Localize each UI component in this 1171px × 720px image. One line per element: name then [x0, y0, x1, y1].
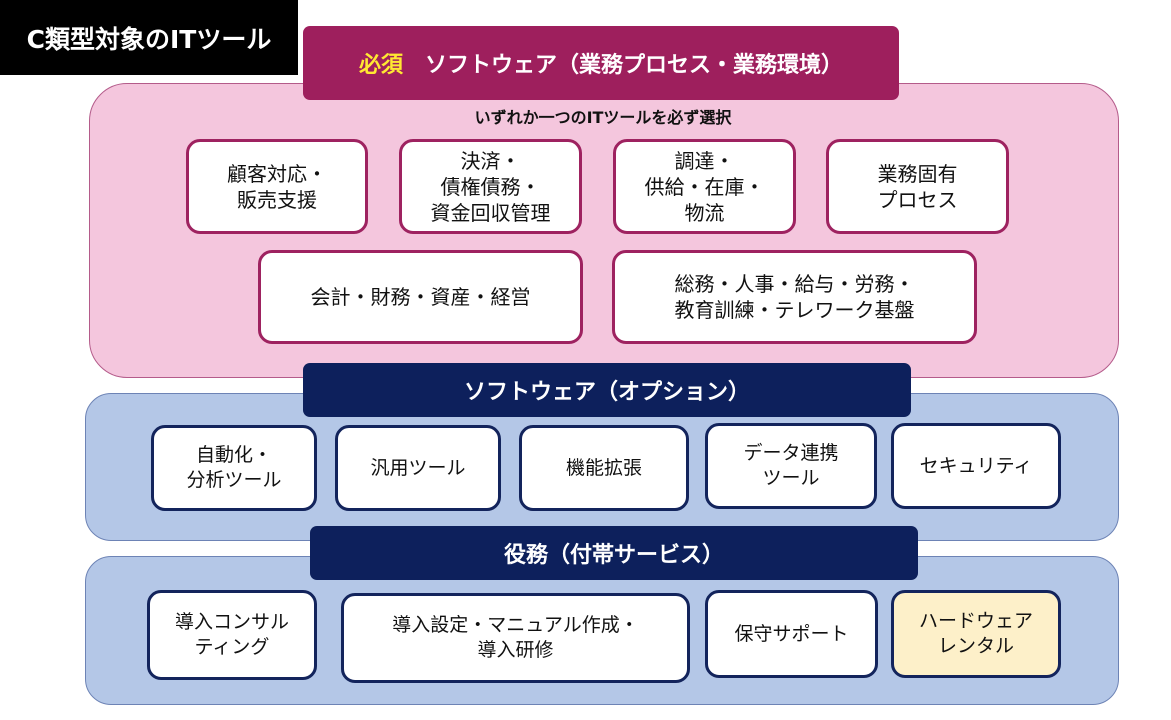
required-item-settlement: 決済・ 債権債務・ 資金回収管理 — [399, 139, 582, 234]
required-subtitle: いずれか一つのITツールを必ず選択 — [474, 108, 732, 127]
service-item-setup-training: 導入設定・マニュアル作成・ 導入研修 — [341, 593, 690, 683]
option-item-automation: 自動化・ 分析ツール — [151, 425, 317, 511]
diagram-title: C類型対象のITツール — [0, 0, 298, 75]
required-banner: 必須 ソフトウェア（業務プロセス・業務環境） — [303, 26, 899, 100]
required-item-general-affairs: 総務・人事・給与・労務・ 教育訓練・テレワーク基盤 — [612, 250, 977, 344]
option-banner: ソフトウェア（オプション） — [303, 363, 911, 417]
option-item-general-tools: 汎用ツール — [335, 425, 501, 511]
service-item-consulting: 導入コンサル ティング — [147, 590, 317, 680]
required-title: ソフトウェア（業務プロセス・業務環境） — [425, 53, 844, 78]
required-item-business-specific: 業務固有 プロセス — [826, 139, 1009, 234]
option-item-extension: 機能拡張 — [519, 425, 689, 511]
required-badge: 必須 — [358, 53, 403, 78]
service-banner: 役務（付帯サービス） — [310, 526, 918, 580]
option-item-security: セキュリティ — [891, 423, 1061, 509]
service-item-maintenance: 保守サポート — [705, 590, 878, 678]
service-item-hardware-rental: ハードウェア レンタル — [891, 590, 1061, 678]
required-item-procurement: 調達・ 供給・在庫・ 物流 — [613, 139, 796, 234]
option-item-data-integration: データ連携 ツール — [705, 423, 877, 509]
required-item-customer-sales: 顧客対応・ 販売支援 — [186, 139, 368, 234]
required-item-accounting: 会計・財務・資産・経営 — [258, 250, 583, 344]
